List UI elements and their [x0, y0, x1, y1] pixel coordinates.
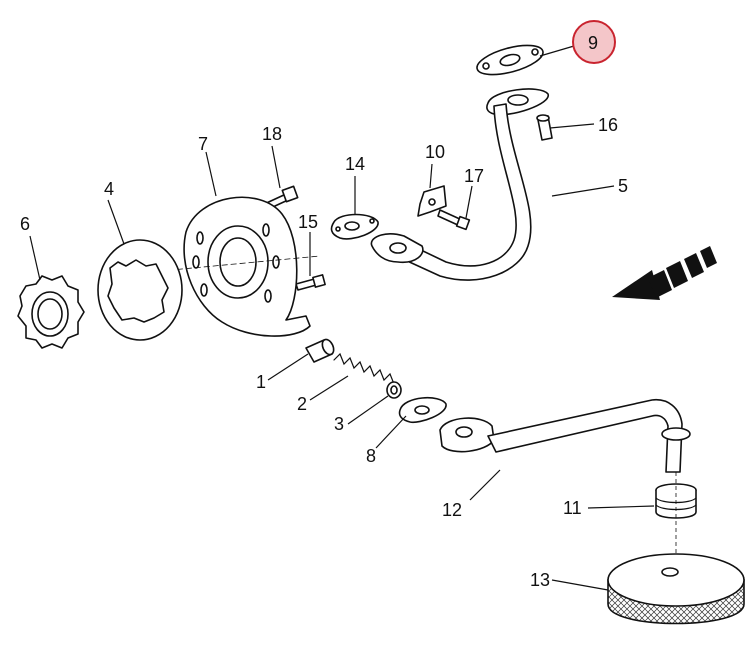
part-1-sleeve[interactable] — [305, 338, 336, 363]
label-part-2[interactable]: 2 — [297, 394, 307, 414]
part-2-spring[interactable] — [333, 352, 395, 385]
label-part-13[interactable]: 13 — [530, 570, 550, 590]
label-part-8[interactable]: 8 — [366, 446, 376, 466]
part-6-inner-gear[interactable] — [17, 275, 85, 349]
part-7-pump-cover[interactable] — [149, 196, 321, 337]
part-17-bolt[interactable] — [437, 209, 471, 231]
label-part-16[interactable]: 16 — [598, 115, 618, 135]
part-4-outer-rotor[interactable] — [97, 239, 183, 341]
part-15-bolt[interactable] — [295, 274, 326, 291]
part-12-pickup-pipe[interactable] — [439, 399, 691, 473]
part-labels: 1 2 3 4 5 6 7 8 9 10 11 12 13 14 15 16 1… — [20, 33, 628, 590]
leader-lines — [29, 45, 655, 591]
label-part-10[interactable]: 10 — [425, 142, 445, 162]
part-14-gasket[interactable] — [330, 213, 379, 240]
label-part-11[interactable]: 11 — [563, 498, 582, 518]
label-part-15[interactable]: 15 — [298, 212, 318, 232]
label-part-9[interactable]: 9 — [588, 33, 598, 53]
label-part-14[interactable]: 14 — [345, 154, 365, 174]
label-part-4[interactable]: 4 — [104, 179, 114, 199]
label-part-6[interactable]: 6 — [20, 214, 30, 234]
direction-arrow-icon — [612, 246, 717, 300]
part-13-strainer-disc[interactable] — [607, 553, 745, 625]
label-part-17[interactable]: 17 — [464, 166, 484, 186]
part-9-gasket[interactable] — [474, 40, 546, 81]
part-10-bracket[interactable] — [417, 185, 447, 217]
part-16-bolt[interactable] — [536, 114, 553, 141]
part-8-gasket[interactable] — [398, 397, 447, 424]
part-5-suction-pipe[interactable] — [370, 88, 549, 281]
label-part-1[interactable]: 1 — [256, 372, 266, 392]
highlight-circle — [572, 20, 616, 64]
part-3-ring[interactable] — [386, 381, 402, 399]
label-part-3[interactable]: 3 — [334, 414, 344, 434]
label-part-18[interactable]: 18 — [262, 124, 282, 144]
label-part-5[interactable]: 5 — [618, 176, 628, 196]
label-part-7[interactable]: 7 — [198, 134, 208, 154]
label-part-12[interactable]: 12 — [442, 500, 462, 520]
